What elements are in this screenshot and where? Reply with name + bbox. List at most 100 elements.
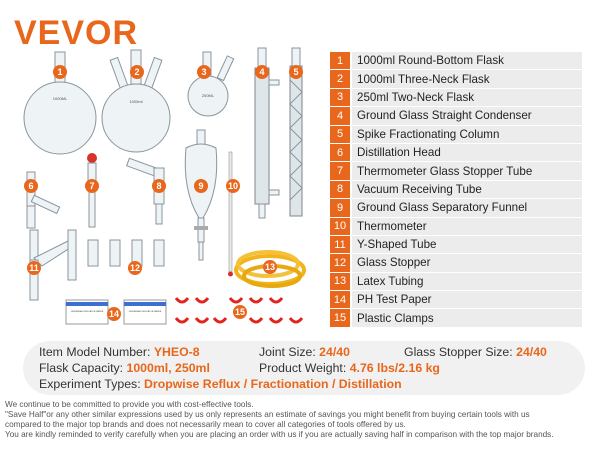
list-item-number: 7 [330,162,350,181]
list-item-number: 12 [330,254,350,273]
disclaimer-line-2: "Save Half"or any other similar expressi… [5,410,530,419]
joint-value: 24/40 [319,345,350,359]
flask1-label: 1000ML [53,96,68,101]
vevor-logo: VEVOR [14,14,139,52]
three-neck-flask-image: 1000ml [101,49,171,153]
list-item-number: 3 [330,88,350,108]
weight-spec: Product Weight: 4.76 lbs/2.16 kg [259,361,440,375]
stopper-spec: Glass Stopper Size: 24/40 [404,345,547,359]
joint-label: Joint Size: [259,345,316,359]
capacity-spec: Flask Capacity: 1000ml, 250ml [39,361,259,375]
ph-paper-label-1: UNIVERSAL INDICATOR PAPER [71,310,104,313]
spec-row-1: Item Model Number: YHEO-8 Joint Size: 24… [39,344,569,360]
disclaimer-line-4: You are kindly reminded to verify carefu… [5,430,554,439]
capacity-value: 1000ml, 250ml [126,361,210,375]
badge-7: 7 [85,179,99,193]
two-neck-flask-image: 250ML [187,51,235,117]
flask3-label: 250ML [202,93,215,98]
list-item-name: Latex Tubing [352,272,582,292]
weight-label: Product Weight: [259,361,347,375]
product-illustration: 1000ML 1000ml 250ML [23,47,306,325]
spec-row-3: Experiment Types: Dropwise Reflux / Frac… [39,376,569,392]
weight-value: 4.76 lbs/2.16 kg [349,361,440,375]
list-item-number: 13 [330,272,350,292]
list-item-name: 1000ml Three-Neck Flask [352,70,582,89]
list-item-number: 15 [330,309,350,328]
ph-paper-image: UNIVERSAL INDICATOR PAPER UNIVERSAL INDI… [65,299,167,325]
badge-11: 11 [27,261,41,275]
badge-13-text: 13 [265,262,275,272]
joint-spec: Joint Size: 24/40 [259,345,404,359]
list-item-name: 250ml Two-Neck Flask [352,88,582,108]
thermometer-image [228,151,233,277]
badge-2-text: 2 [134,67,139,77]
y-shaped-tube-image [29,229,77,301]
stopper-value: 24/40 [516,345,547,359]
badge-12-text: 12 [130,263,140,273]
badge-14-text: 14 [109,309,119,319]
model-spec: Item Model Number: YHEO-8 [39,345,259,359]
separatory-funnel-image [184,129,218,261]
list-item-name: Y-Shaped Tube [352,235,582,255]
badge-1: 1 [53,65,67,79]
list-item-name: Thermometer [352,217,582,236]
badge-6-text: 6 [28,181,33,191]
badge-12: 12 [128,261,142,275]
badge-11-text: 11 [29,263,39,273]
list-item-number: 11 [330,235,350,255]
badge-4-text: 4 [259,67,264,77]
list-item-name: Plastic Clamps [352,309,582,328]
badge-3: 3 [197,65,211,79]
spec-row-2: Flask Capacity: 1000ml, 250ml Product We… [39,360,569,376]
types-spec: Experiment Types: Dropwise Reflux / Frac… [39,377,402,391]
badge-13: 13 [263,260,277,274]
list-item-name: PH Test Paper [352,291,582,310]
badge-2: 2 [130,65,144,79]
list-item-name: Spike Fractionating Column [352,125,582,144]
disclaimer-line-1: We continue to be committed to provide y… [5,400,254,409]
disclaimer: We continue to be committed to provide y… [5,400,600,440]
badge-3-text: 3 [201,67,206,77]
model-value: YHEO-8 [153,345,200,359]
list-item-name: Thermometer Glass Stopper Tube [352,162,582,181]
flask2-label: 1000ml [129,99,142,104]
specifications-panel: Item Model Number: YHEO-8 Joint Size: 24… [23,341,585,395]
badge-5-text: 5 [293,67,298,77]
straight-condenser-image [254,47,280,219]
list-item-name: Distillation Head [352,143,582,163]
badge-15: 15 [233,305,247,319]
capacity-label: Flask Capacity: [39,361,124,375]
glass-stoppers-image [87,239,165,267]
types-label: Experiment Types: [39,377,141,391]
types-value: Dropwise Reflux / Fractionation / Distil… [144,377,402,391]
badge-9-text: 9 [198,181,203,191]
badge-5: 5 [289,65,303,79]
list-item-number: 8 [330,180,350,200]
badge-9: 9 [194,179,208,193]
model-label: Item Model Number: [39,345,151,359]
badge-4: 4 [255,65,269,79]
badge-8: 8 [152,179,166,193]
list-item-number: 9 [330,199,350,218]
list-item-number: 14 [330,291,350,310]
list-item-number: 6 [330,143,350,163]
badge-15-text: 15 [235,307,245,317]
badge-10: 10 [226,179,240,193]
disclaimer-line-3: compared to the major top brands and doe… [5,420,406,429]
list-item-name: Glass Stopper [352,254,582,273]
list-item-name: 1000ml Round-Bottom Flask [352,52,582,71]
plastic-clamps-image [174,297,304,324]
